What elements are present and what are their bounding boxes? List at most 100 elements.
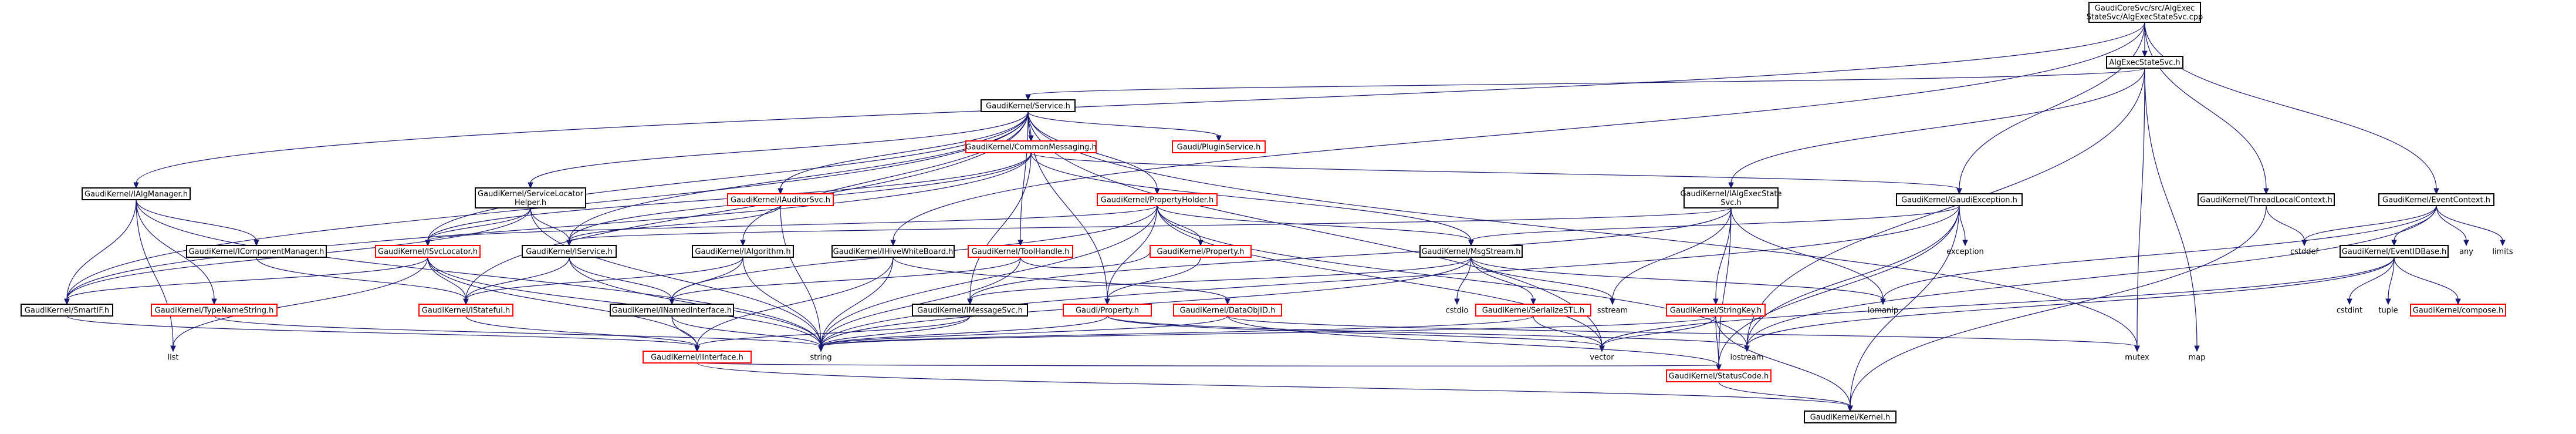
node-kernel_h[interactable]: GaudiKernel/Kernel.h xyxy=(1804,411,1896,423)
node-label: GaudiKernel/IHiveWhiteBoard.h xyxy=(833,248,954,257)
node-iservice_h[interactable]: GaudiKernel/IService.h xyxy=(522,245,617,258)
node-imessagesvc_h[interactable]: GaudiKernel/IMessageSvc.h xyxy=(912,304,1028,317)
node-isvclocator_h[interactable]: GaudiKernel/ISvcLocator.h xyxy=(375,245,481,258)
node-label: GaudiKernel/StringKey.h xyxy=(1670,307,1762,315)
edge-service_h-to-ialgorithm_h xyxy=(740,111,1029,247)
node-cstddef[interactable]: cstddef xyxy=(2290,248,2319,257)
node-iinterface_h[interactable]: GaudiKernel/IInterface.h xyxy=(643,351,752,364)
node-inamedinterface_h[interactable]: GaudiKernel/INamedInterface.h xyxy=(610,304,734,317)
node-label: GaudiKernel/IAlgManager.h xyxy=(84,190,188,199)
node-label: mutex xyxy=(2125,354,2149,362)
node-label: GaudiKernel/ToolHandle.h xyxy=(972,248,1070,257)
node-label: GaudiCoreSvc/src/AlgExec xyxy=(2095,4,2195,13)
edge-typenamestring_h-to-string xyxy=(214,315,824,352)
node-threadlocalcontext_h[interactable]: GaudiKernel/ThreadLocalContext.h xyxy=(2198,193,2335,206)
edge-gaudi_property_h-to-string xyxy=(818,315,1108,352)
node-compose_h[interactable]: GaudiKernel/compose.h xyxy=(2410,304,2506,317)
node-cstdint[interactable]: cstdint xyxy=(2337,307,2362,315)
edge-eventcontext_h-to-limits xyxy=(2436,205,2506,247)
edge-threadlocalcontext_h-to-cstddef xyxy=(2266,205,2307,247)
edge-ialgmanager_h-to-icomponentmanager_h xyxy=(136,199,259,247)
node-label: StateSvc/AlgExecStateSvc.cpp xyxy=(2087,13,2203,22)
node-box xyxy=(610,304,734,317)
node-ihivewhiteboard_h[interactable]: GaudiKernel/IHiveWhiteBoard.h xyxy=(831,245,955,258)
node-stringkey_h[interactable]: GaudiKernel/StringKey.h xyxy=(1666,304,1766,317)
node-msgstream_h[interactable]: GaudiKernel/MsgStream.h xyxy=(1419,245,1523,258)
nodes-layer: GaudiCoreSvc/src/AlgExecStateSvc/AlgExec… xyxy=(21,2,2513,423)
node-label: any xyxy=(2459,248,2473,257)
node-cstdio[interactable]: cstdio xyxy=(1446,307,1469,315)
node-gaudi_property_h[interactable]: Gaudi/Property.h xyxy=(1063,304,1152,317)
node-eventcontext_h[interactable]: GaudiKernel/EventContext.h xyxy=(2378,193,2494,206)
node-sstream[interactable]: sstream xyxy=(1597,307,1628,315)
node-iauditorsvc_h[interactable]: GaudiKernel/IAuditorSvc.h xyxy=(727,193,834,206)
edge-msgstream_h-to-iomanip xyxy=(1470,257,1886,305)
node-label: GaudiKernel/StatusCode.h xyxy=(1669,372,1769,381)
edge-service_h-to-iauditorsvc_h xyxy=(777,111,1029,195)
node-box xyxy=(643,351,752,364)
edge-iauditorsvc_h-to-string xyxy=(780,205,824,352)
node-map[interactable]: map xyxy=(2189,354,2206,362)
node-istateful_h[interactable]: GaudiKernel/IStateful.h xyxy=(418,304,513,317)
node-iostream[interactable]: iostream xyxy=(1730,354,1763,362)
node-serializestl_h[interactable]: GaudiKernel/SerializeSTL.h xyxy=(1475,304,1591,317)
node-box xyxy=(1683,187,1779,208)
node-gaudiexception_h[interactable]: GaudiKernel/GaudiException.h xyxy=(1896,193,2023,206)
node-gaudikernel_property_h[interactable]: GaudiKernel/Property.h xyxy=(1150,245,1252,258)
node-box xyxy=(1419,245,1523,258)
node-string[interactable]: string xyxy=(810,354,831,362)
node-box xyxy=(1097,193,1218,206)
node-commonmessaging_h[interactable]: GaudiKernel/CommonMessaging.h xyxy=(965,140,1097,153)
node-label: GaudiKernel/IAlgExecState xyxy=(1680,190,1781,199)
node-box xyxy=(1804,411,1896,423)
node-icomponentmanager_h[interactable]: GaudiKernel/IComponentManager.h xyxy=(186,245,327,258)
node-typenamestring_h[interactable]: GaudiKernel/TypeNameString.h xyxy=(151,304,278,317)
node-statuscode_h[interactable]: GaudiKernel/StatusCode.h xyxy=(1666,369,1772,382)
edge-msgstream_h-to-cstdio xyxy=(1454,257,1472,305)
node-any[interactable]: any xyxy=(2459,248,2473,257)
edge-stringkey_h-to-vector xyxy=(1599,315,1716,352)
node-list[interactable]: list xyxy=(167,354,178,362)
edge-service_h-to-iservice_h xyxy=(566,111,1029,247)
edge-root-to-gaudiexception_h xyxy=(1956,22,2145,195)
node-label: iostream xyxy=(1730,354,1763,362)
node-service_h[interactable]: GaudiKernel/Service.h xyxy=(981,99,1076,112)
node-tuple[interactable]: tuple xyxy=(2378,307,2398,315)
edge-root-to-threadlocalcontext_h xyxy=(2144,22,2269,195)
node-algexecstatesvc_h[interactable]: AlgExecStateSvc.h xyxy=(2106,56,2183,69)
node-label: GaudiKernel/IService.h xyxy=(526,248,613,257)
node-root[interactable]: GaudiCoreSvc/src/AlgExecStateSvc/AlgExec… xyxy=(2087,2,2203,23)
node-dataobjid_h[interactable]: GaudiKernel/DataObjID.h xyxy=(1173,304,1282,317)
node-box xyxy=(912,304,1028,317)
node-iomanip[interactable]: iomanip xyxy=(1868,307,1898,315)
edge-msgstream_h-to-serializestl_h xyxy=(1470,257,1536,305)
node-vector[interactable]: vector xyxy=(1590,354,1614,362)
node-ialgmanager_h[interactable]: GaudiKernel/IAlgManager.h xyxy=(82,187,191,200)
node-label: sstream xyxy=(1597,307,1628,315)
edge-msgstream_h-to-imessagesvc_h xyxy=(967,257,1472,305)
node-limits[interactable]: limits xyxy=(2492,248,2513,257)
edge-algexecstatesvc_h-to-iostream xyxy=(1744,68,2145,352)
node-eventidbase_h[interactable]: GaudiKernel/EventIDBase.h xyxy=(2340,245,2449,258)
node-propertyholder_h[interactable]: GaudiKernel/PropertyHolder.h xyxy=(1097,193,1218,206)
edge-gaudiexception_h-to-iostream xyxy=(1744,205,1960,352)
node-exception[interactable]: exception xyxy=(1946,248,1984,257)
node-label: GaudiKernel/Property.h xyxy=(1157,248,1245,257)
node-mutex[interactable]: mutex xyxy=(2125,354,2149,362)
node-box xyxy=(981,99,1076,112)
node-smartif_h[interactable]: GaudiKernel/SmartIF.h xyxy=(21,304,113,317)
edge-gaudiexception_h-to-exception xyxy=(1959,205,1968,247)
node-label: GaudiKernel/SmartIF.h xyxy=(25,307,109,315)
node-box xyxy=(2198,193,2335,206)
node-box xyxy=(1172,140,1266,153)
node-label: GaudiKernel/IComponentManager.h xyxy=(189,248,324,257)
edge-toolhandle_h-to-inamedinterface_h xyxy=(669,257,1021,305)
edge-iinterface_h-to-statuscode_h xyxy=(697,362,1722,371)
node-pluginservice_h[interactable]: Gaudi/PluginService.h xyxy=(1172,140,1266,153)
node-ialgorithm_h[interactable]: GaudiKernel/IAlgorithm.h xyxy=(692,245,794,258)
edge-service_h-to-toolhandle_h xyxy=(1017,111,1029,247)
node-toolhandle_h[interactable]: GaudiKernel/ToolHandle.h xyxy=(968,245,1073,258)
